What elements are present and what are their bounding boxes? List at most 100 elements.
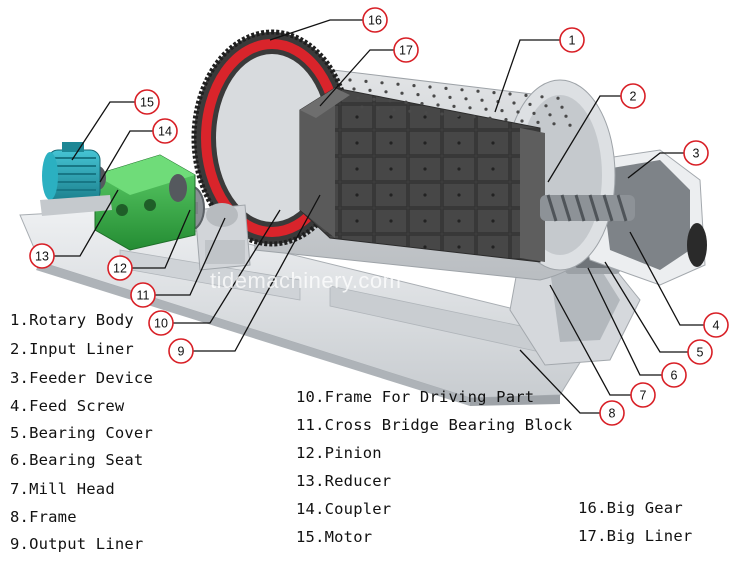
shell-rivet <box>384 90 388 94</box>
callout-leader-5 <box>604 261 700 353</box>
legend-item-16: 16.Big Gear <box>578 499 683 517</box>
shell-rivet <box>400 91 404 95</box>
big-liner <box>300 88 350 118</box>
shell-rivet <box>456 113 460 117</box>
callout-leader-16 <box>269 19 375 41</box>
shell-rivet <box>484 107 488 111</box>
shell-rivet <box>404 100 408 104</box>
legend-item-6: 6.Bearing Seat <box>10 451 144 469</box>
callout-leader-1 <box>494 39 572 113</box>
legend-item-8: 8.Frame <box>10 508 77 526</box>
callout-number-2: 2 <box>630 90 637 104</box>
shell-rivets <box>348 78 572 127</box>
shell-rivet <box>388 99 392 103</box>
shell-rivet <box>468 106 472 110</box>
callout-circle-6 <box>661 362 687 388</box>
callout-number-4: 4 <box>713 319 720 333</box>
shell-rivet <box>408 109 412 113</box>
watermark: tidemachinery.com <box>210 268 402 293</box>
shell-rivet <box>436 103 440 107</box>
shell-rivet <box>500 109 504 113</box>
legend-item-14: 14.Coupler <box>296 500 392 518</box>
legend-item-10: 10.Frame For Driving Part <box>296 388 535 406</box>
shell-rivet <box>356 96 360 100</box>
callout-leader-12 <box>120 209 191 269</box>
legend-item-11: 11.Cross Bridge Bearing Block <box>296 416 573 434</box>
legend-item-5: 5.Bearing Cover <box>10 424 153 442</box>
shell-rivet <box>424 111 428 115</box>
motor <box>40 142 112 216</box>
callout-number-1: 1 <box>569 34 576 48</box>
callout-number-8: 8 <box>609 407 616 421</box>
shell-rivet <box>520 119 524 123</box>
callout-number-13: 13 <box>35 250 49 264</box>
callout-circle-13 <box>29 243 55 269</box>
callout-circle-1 <box>559 27 585 53</box>
callout-number-3: 3 <box>693 147 700 161</box>
shell-rivet <box>348 78 352 82</box>
shell-rivet <box>504 118 508 122</box>
callout-circle-11 <box>130 282 156 308</box>
callout-number-12: 12 <box>113 262 127 276</box>
legend-item-1: 1.Rotary Body <box>10 311 134 329</box>
shell-rivet <box>396 82 400 86</box>
callout-circle-10 <box>148 310 174 336</box>
shell-rivet <box>568 123 572 127</box>
callout-circle-5 <box>687 339 713 365</box>
callout-leader-10 <box>161 209 281 324</box>
shell-rivet <box>476 89 480 93</box>
callout-number-17: 17 <box>399 44 413 58</box>
legend-item-2: 2.Input Liner <box>10 340 134 358</box>
callout-circle-2 <box>620 83 646 109</box>
callout-circle-16 <box>362 7 388 33</box>
shell-rivet <box>464 97 468 101</box>
shell-rivet <box>460 88 464 92</box>
shell-rivet <box>560 105 564 109</box>
shell-rivet <box>548 113 552 117</box>
shell-rivet <box>444 86 448 90</box>
shell-rivet <box>540 95 544 99</box>
shell-rivet <box>488 116 492 120</box>
shell-rivet <box>492 91 496 95</box>
callout-leader-11 <box>143 217 226 296</box>
callout-circle-9 <box>168 338 194 364</box>
callout-number-11: 11 <box>137 289 150 303</box>
shell-rivet <box>448 95 452 99</box>
shell-rivet <box>372 97 376 101</box>
legend-item-9: 9.Output Liner <box>10 535 144 553</box>
callout-circle-7 <box>630 382 656 408</box>
shell-rivet <box>556 96 560 100</box>
shell-rivet <box>452 104 456 108</box>
callout-leader-9 <box>181 194 321 352</box>
shell-rivet <box>532 111 536 115</box>
shell-rivet <box>420 102 424 106</box>
reducer <box>94 154 196 251</box>
callout-circle-14 <box>152 118 178 144</box>
legend-item-7: 7.Mill Head <box>10 480 115 498</box>
shell-rivet <box>480 98 484 102</box>
shell-rivet <box>536 120 540 124</box>
legend-item-12: 12.Pinion <box>296 444 382 462</box>
shell-rivet <box>392 108 396 112</box>
output-liner <box>300 88 335 238</box>
shell-rivet <box>416 93 420 97</box>
shell-rivet <box>376 106 380 110</box>
shell-rivet <box>552 122 556 126</box>
feed-screw <box>540 194 635 222</box>
shell-rivet <box>524 93 528 97</box>
shell-rivet <box>368 88 372 92</box>
shell-rivet <box>508 92 512 96</box>
callout-circle-17 <box>393 37 419 63</box>
legend-item-13: 13.Reducer <box>296 472 392 490</box>
shell-rivet <box>352 87 356 91</box>
legend-item-4: 4.Feed Screw <box>10 397 125 415</box>
shell-rivet <box>544 104 548 108</box>
legend-item-15: 15.Motor <box>296 528 373 546</box>
callout-circle-4 <box>703 312 729 338</box>
shell-rivet <box>428 85 432 89</box>
legend-item-3: 3.Feeder Device <box>10 369 153 387</box>
shell-rivet <box>564 114 568 118</box>
callout-circle-8 <box>599 400 625 426</box>
